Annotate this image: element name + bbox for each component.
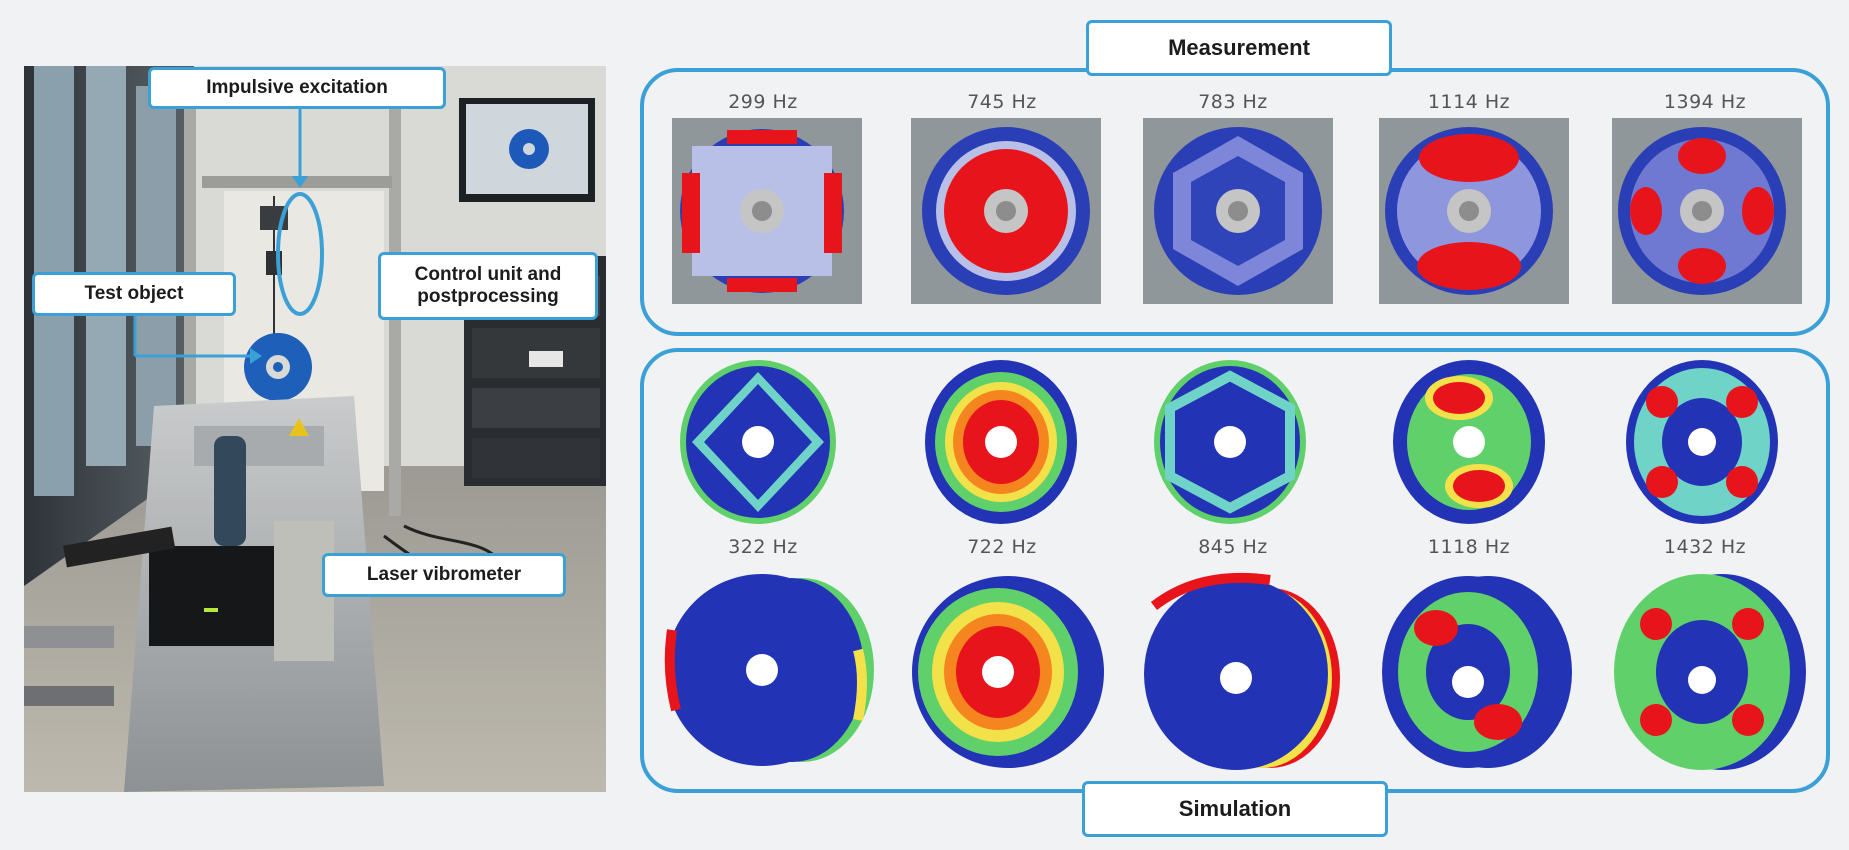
lab-scene bbox=[24, 66, 606, 792]
callout-arrows bbox=[133, 100, 324, 364]
simulation-mode-4-front bbox=[1389, 358, 1551, 526]
control-unit-callout: Control unit and postprocessing bbox=[378, 252, 598, 320]
measurement-freq-2: 745 Hz bbox=[967, 91, 1037, 113]
control-unit-label-line1: Control unit and bbox=[414, 264, 562, 286]
measurement-mode-2-image bbox=[911, 118, 1101, 304]
measurement-freq-3: 783 Hz bbox=[1198, 91, 1268, 113]
test-object-callout: Test object bbox=[32, 272, 236, 316]
simulation-freq-4: 1118 Hz bbox=[1427, 536, 1511, 558]
measurement-freq-5: 1394 Hz bbox=[1663, 91, 1747, 113]
simulation-mode-1-front bbox=[678, 358, 840, 526]
simulation-freq-2: 722 Hz bbox=[967, 536, 1037, 558]
simulation-title: Simulation bbox=[1178, 796, 1292, 822]
measurement-freq-1: 299 Hz bbox=[728, 91, 798, 113]
laser-vibrometer-label: Laser vibrometer bbox=[366, 564, 522, 586]
simulation-title-box: Simulation bbox=[1082, 781, 1388, 837]
simulation-mode-5-wheel bbox=[1606, 570, 1810, 774]
simulation-freq-3: 845 Hz bbox=[1198, 536, 1268, 558]
measurement-mode-5-image bbox=[1612, 118, 1802, 304]
simulation-mode-4-wheel bbox=[1376, 572, 1576, 772]
control-unit-label-line2: postprocessing bbox=[417, 286, 559, 307]
measurement-mode-4-image bbox=[1379, 118, 1569, 304]
measurement-mode-3-image bbox=[1143, 118, 1333, 304]
simulation-mode-3-front bbox=[1150, 358, 1312, 526]
impulsive-excitation-label: Impulsive excitation bbox=[206, 77, 388, 99]
laser-vibrometer-callout: Laser vibrometer bbox=[322, 553, 566, 597]
simulation-mode-1-wheel bbox=[662, 570, 892, 770]
measurement-freq-4: 1114 Hz bbox=[1427, 91, 1511, 113]
simulation-mode-5-front bbox=[1622, 358, 1784, 526]
measurement-title: Measurement bbox=[1168, 35, 1310, 61]
simulation-freq-1: 322 Hz bbox=[728, 536, 798, 558]
measurement-title-box: Measurement bbox=[1086, 20, 1392, 76]
simulation-mode-2-front bbox=[921, 358, 1083, 526]
lab-setup-photo bbox=[24, 66, 606, 792]
simulation-freq-5: 1432 Hz bbox=[1663, 536, 1747, 558]
simulation-mode-3-wheel bbox=[1140, 566, 1356, 772]
simulation-mode-2-wheel bbox=[906, 572, 1106, 772]
measurement-mode-1-image bbox=[672, 118, 862, 304]
impulsive-excitation-callout: Impulsive excitation bbox=[148, 67, 446, 109]
test-object-label: Test object bbox=[84, 283, 184, 305]
